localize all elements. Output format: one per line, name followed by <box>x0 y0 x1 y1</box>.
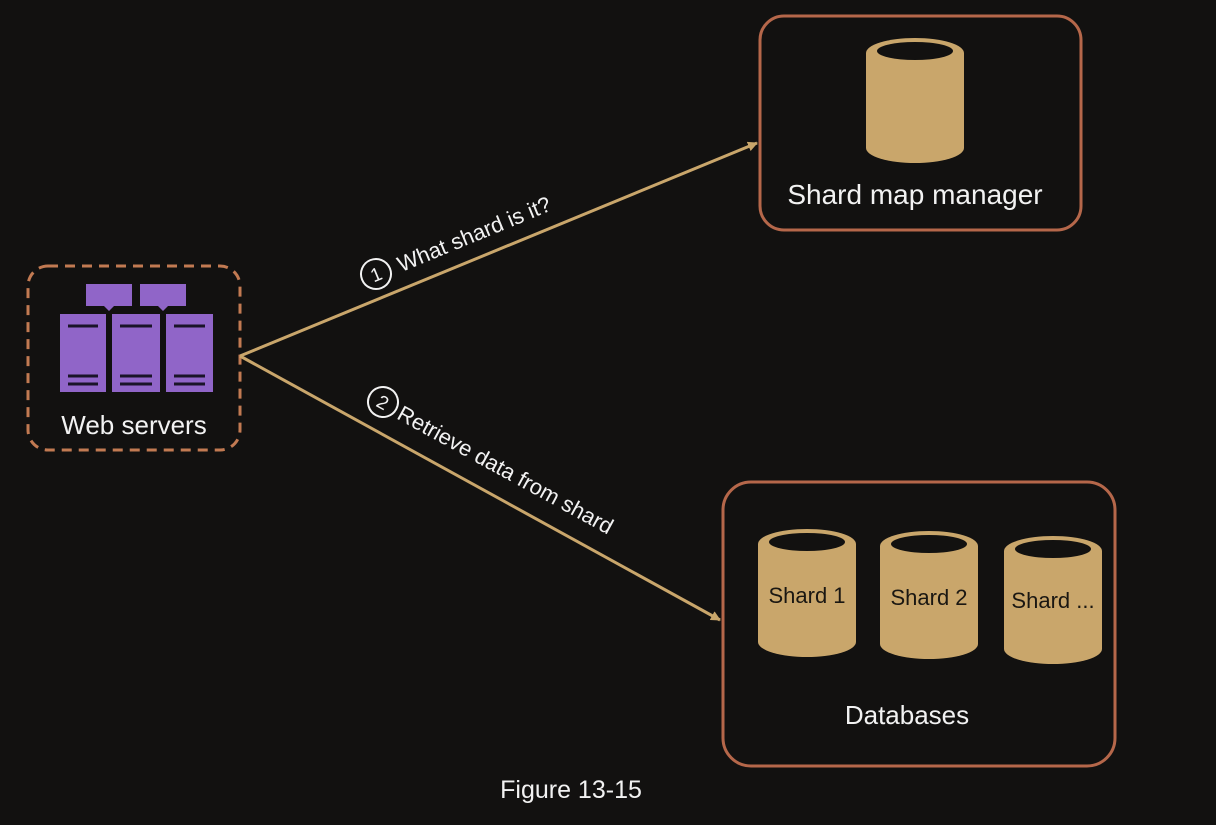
web-servers-border <box>26 264 242 452</box>
shard-map-manager-border <box>758 14 1083 232</box>
arrow-to-databases <box>239 354 721 622</box>
step-2-label: Retrieve data from shard <box>393 401 617 540</box>
step-2-number: 2 <box>373 392 392 415</box>
databases-border <box>721 480 1117 768</box>
shard-1-cylinder: Shard 1 <box>758 529 856 657</box>
figure-caption: Figure 13-15 <box>500 776 642 804</box>
web-servers-node: Web servers <box>26 264 242 452</box>
step-1-number: 1 <box>368 264 386 287</box>
step-2-annotation: 2 Retrieve data from shard <box>367 386 618 540</box>
database-cylinder-icon <box>1004 551 1102 664</box>
shard-1-label: Shard 1 <box>768 583 845 608</box>
step-2-circle <box>367 386 399 418</box>
databases-label: Databases <box>845 700 969 730</box>
database-cylinder-icon <box>758 544 856 657</box>
database-cylinder-icon <box>866 38 964 163</box>
databases-node: Shard 1 Shard 2 Shard ... Databases <box>721 480 1117 768</box>
shard-2-cylinder: Shard 2 <box>880 531 978 659</box>
arrow-to-shard-map-manager <box>239 141 758 358</box>
database-cylinder-icon <box>880 546 978 659</box>
step-1-annotation: 1 What shard is it? <box>360 191 555 290</box>
step-1-circle <box>360 258 392 290</box>
shard-n-cylinder: Shard ... <box>1004 536 1102 664</box>
shard-n-label: Shard ... <box>1011 588 1094 613</box>
server-rack-icon <box>60 284 213 392</box>
web-servers-label: Web servers <box>61 410 206 440</box>
shard-map-manager-label: Shard map manager <box>787 179 1042 210</box>
shard-2-label: Shard 2 <box>890 585 967 610</box>
shard-map-manager-node: Shard map manager <box>758 14 1083 232</box>
step-1-label: What shard is it? <box>394 191 555 277</box>
